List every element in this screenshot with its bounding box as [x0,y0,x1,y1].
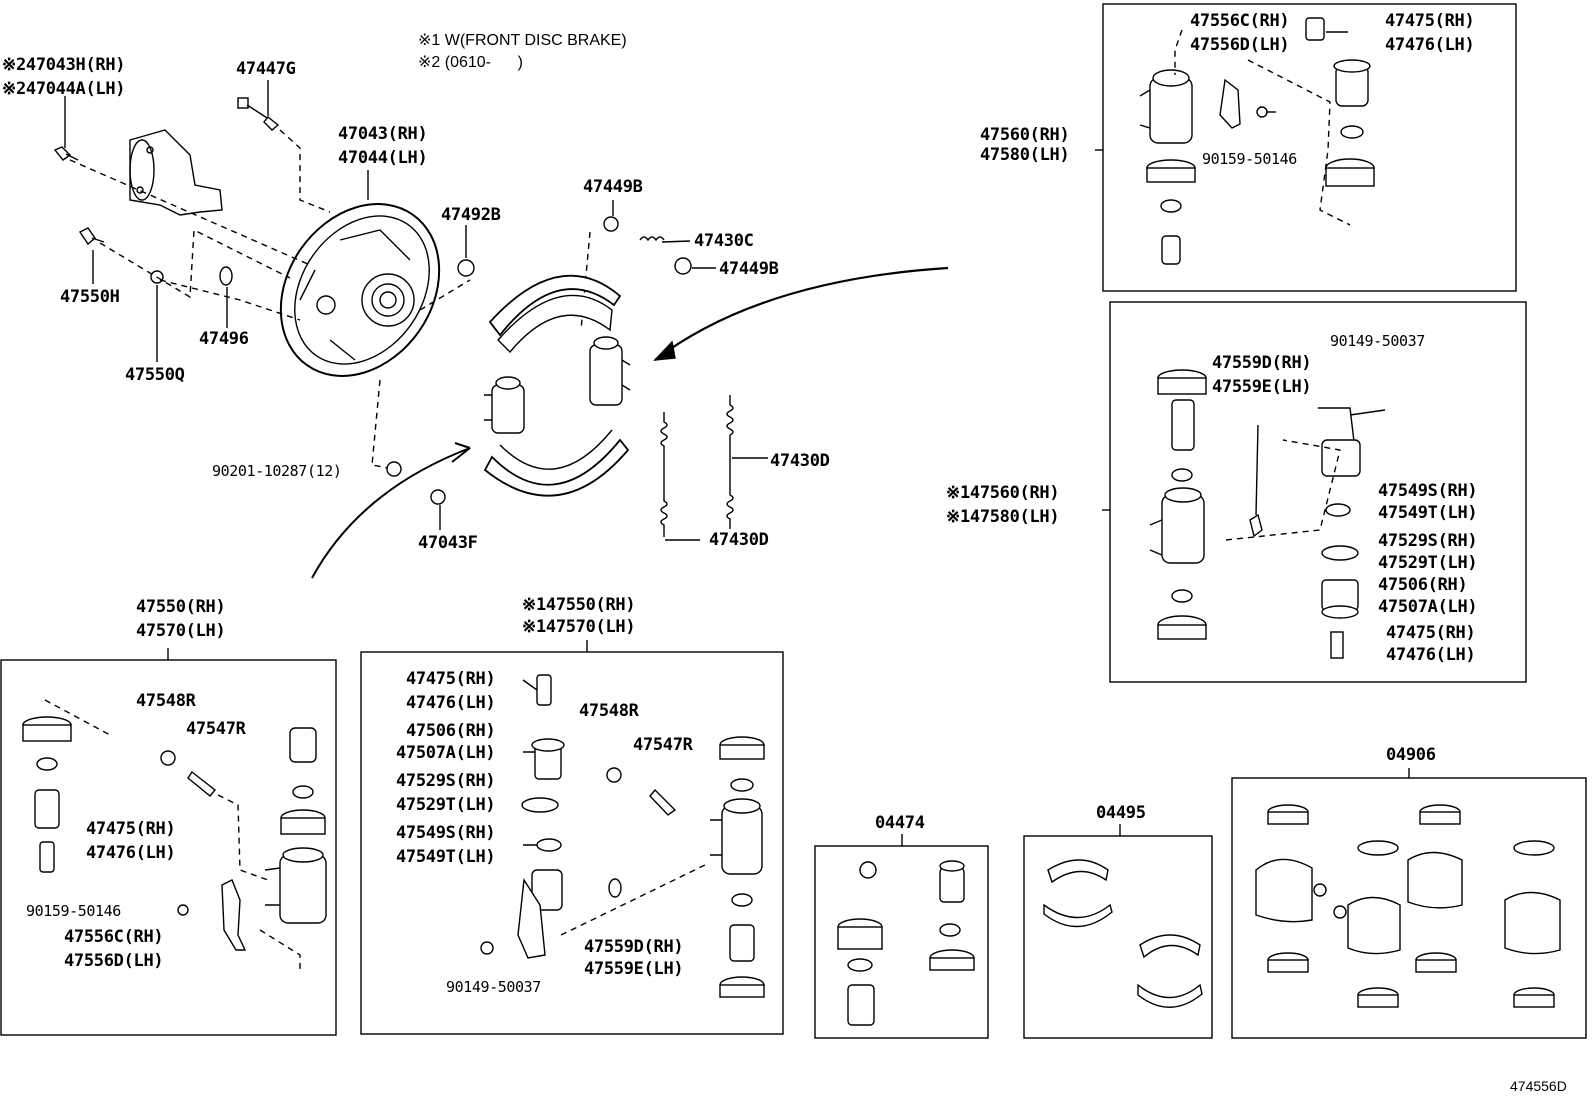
callout-47043f[interactable]: 47043F [418,533,478,553]
mrb-47529s[interactable]: 47529S(RH) [1378,531,1478,551]
callout-47043[interactable]: 47043(RH) [338,124,428,144]
arrow-lower [311,442,471,579]
note-1: ※1 W(FRONT DISC BRAKE) [418,32,627,49]
return-springs-47430d [660,395,768,541]
axle-shaft-flange [129,129,223,216]
bmb-47529t[interactable]: 47529T(LH) [396,795,496,815]
mrb-47559d[interactable]: 47559D(RH) [1212,353,1312,373]
bmb-47506[interactable]: 47506(RH) [406,721,496,741]
cylinder-assy-mid-right [1102,301,1527,683]
mrb-47549t[interactable]: 47549T(LH) [1378,503,1478,523]
blb-47556d[interactable]: 47556D(LH) [64,951,164,971]
kit-04906 [1231,768,1587,1039]
callout-90201[interactable]: 90201-10287(12) [212,462,342,480]
kit-label-04906[interactable]: 04906 [1386,745,1436,765]
trb-90159[interactable]: 90159-50146 [1202,150,1297,168]
callout-47496[interactable]: 47496 [199,329,249,349]
nut-47492b [457,259,475,277]
blb-title-47550[interactable]: 47550(RH) [136,597,226,617]
cap-47449b-a [603,216,619,232]
cap-47449b-b [674,257,692,275]
mrb-147560[interactable]: ※147560(RH) [946,483,1060,503]
mrb-47549s[interactable]: 47549S(RH) [1378,481,1478,501]
kit-04495 [1023,824,1213,1039]
blb-47476[interactable]: 47476(LH) [86,843,176,863]
cylinder-assy-top-right [1095,3,1517,292]
blb-47475[interactable]: 47475(RH) [86,819,176,839]
bmb-47547r[interactable]: 47547R [633,735,693,755]
bmb-47529s[interactable]: 47529S(RH) [396,771,496,791]
callout-47044a[interactable]: ※247044A(LH) [2,79,126,99]
bmb-47475[interactable]: 47475(RH) [406,669,496,689]
callout-leaders [64,80,716,530]
backing-plate [279,203,441,377]
callout-47430c[interactable]: 47430C [694,231,754,251]
callout-47550q[interactable]: 47550Q [125,365,185,385]
bolt-90201 [386,461,402,477]
mrb-47475[interactable]: 47475(RH) [1386,623,1476,643]
mrb-90149[interactable]: 90149-50037 [1330,332,1425,350]
mrb-47507a[interactable]: 47507A(LH) [1378,597,1478,617]
callout-47492b[interactable]: 47492B [441,205,501,225]
trb-47475[interactable]: 47475(RH) [1385,11,1475,31]
bmb-47476[interactable]: 47476(LH) [406,693,496,713]
blb-90159[interactable]: 90159-50146 [26,902,121,920]
callout-47430d-b[interactable]: 47430D [709,530,769,550]
callout-47449b-a[interactable]: 47449B [583,177,643,197]
bmb-47549t[interactable]: 47549T(LH) [396,847,496,867]
cylinder-assy-bottom-left [0,648,337,1036]
mrb-147580[interactable]: ※147580(LH) [946,507,1060,527]
cylinder-assy-bottom-mid [360,640,784,1035]
trb-47580[interactable]: 47580(LH) [980,145,1070,165]
kit-label-04474[interactable]: 04474 [875,813,925,833]
trb-47556c[interactable]: 47556C(RH) [1190,11,1290,31]
note-2: ※2 (0610- ) [418,54,523,71]
blb-47547r[interactable]: 47547R [186,719,246,739]
bolt-47447g [237,97,280,131]
callout-47043h[interactable]: ※247043H(RH) [2,55,126,75]
bmb-90149[interactable]: 90149-50037 [446,978,541,996]
callout-47044[interactable]: 47044(LH) [338,148,428,168]
bolt-47043h [53,146,79,161]
brake-shoe-upper [488,274,622,354]
wheel-cylinder-shoe-left [484,376,525,434]
mrb-47506[interactable]: 47506(RH) [1378,575,1468,595]
blb-title-47570[interactable]: 47570(LH) [136,621,226,641]
bolt-47550h [78,227,105,246]
bmb-47559d[interactable]: 47559D(RH) [584,937,684,957]
callout-47430d-a[interactable]: 47430D [770,451,830,471]
bmb-47559e[interactable]: 47559E(LH) [584,959,684,979]
callout-47449b-b[interactable]: 47449B [719,259,779,279]
arrow-upper-head [653,340,676,361]
mrb-47529t[interactable]: 47529T(LH) [1378,553,1478,573]
trb-47560[interactable]: 47560(RH) [980,125,1070,145]
blb-47556c[interactable]: 47556C(RH) [64,927,164,947]
arrow-upper [654,266,949,361]
brake-shoe-lower [483,429,630,497]
bmb-47507a[interactable]: 47507A(LH) [396,743,496,763]
bmb-47548r[interactable]: 47548R [579,701,639,721]
blb-47548r[interactable]: 47548R [136,691,196,711]
bmb-47549s[interactable]: 47549S(RH) [396,823,496,843]
mrb-47476[interactable]: 47476(LH) [1386,645,1476,665]
spring-47430c [639,236,665,242]
kit-04474 [814,834,989,1039]
trb-47476[interactable]: 47476(LH) [1385,35,1475,55]
callout-47550h[interactable]: 47550H [60,287,120,307]
trb-47556d[interactable]: 47556D(LH) [1190,35,1290,55]
bmb-title-147550[interactable]: ※147550(RH) [522,595,636,615]
kit-label-04495[interactable]: 04495 [1096,803,1146,823]
drawing-id: 474556D [1510,1078,1567,1094]
bmb-title-147570[interactable]: ※147570(LH) [522,617,636,637]
mrb-47559e[interactable]: 47559E(LH) [1212,377,1312,397]
washer-47496 [219,266,233,286]
callout-47447g[interactable]: 47447G [236,59,296,79]
plug-47043f [430,489,446,505]
wheel-cylinder-shoe-right [589,336,631,406]
